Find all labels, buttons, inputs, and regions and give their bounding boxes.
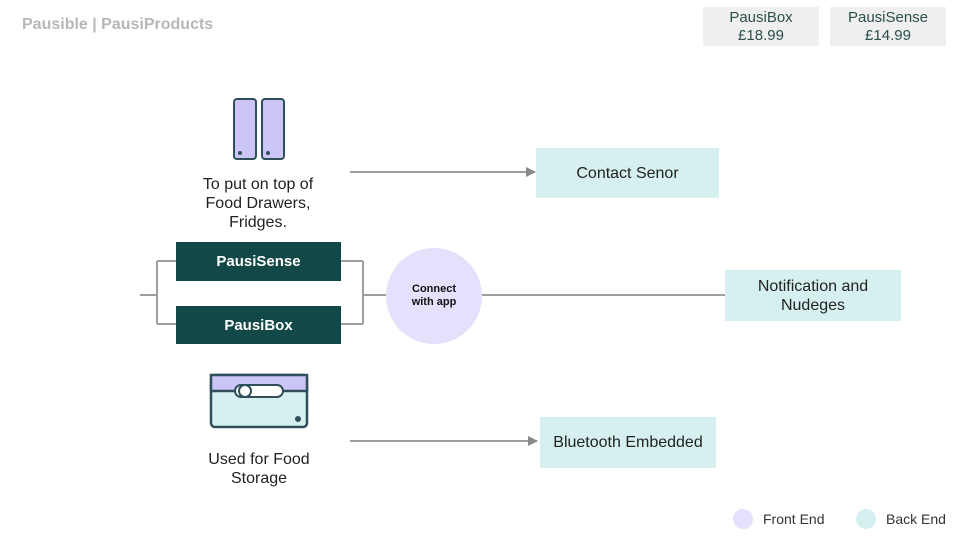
- connect-label: Connect with app: [411, 283, 457, 308]
- price-card-name: PausiBox: [729, 8, 793, 26]
- phone-sensor-icon: [233, 98, 285, 160]
- legend-dot-front-end: [733, 509, 753, 529]
- product-box-pausibox: PausiBox: [176, 306, 341, 344]
- price-card-name: PausiSense: [847, 8, 929, 26]
- connect-with-app-node: Connect with app: [386, 248, 482, 344]
- sensor-caption: To put on top of Food Drawers, Fridges.: [202, 176, 314, 231]
- legend-dot-back-end: [856, 509, 876, 529]
- right-bracket: [341, 260, 386, 325]
- legend-back-end: Back End: [856, 509, 946, 529]
- backend-notification: Notification and Nudeges: [725, 270, 901, 321]
- legend-label: Front End: [763, 511, 825, 527]
- product-box-pausisense: PausiSense: [176, 242, 341, 281]
- legend-front-end: Front End: [733, 509, 824, 529]
- backend-contact-sensor: Contact Senor: [536, 148, 719, 198]
- price-card-price: £14.99: [865, 26, 911, 44]
- backend-bluetooth: Bluetooth Embedded: [540, 417, 716, 468]
- legend-label: Back End: [886, 511, 946, 527]
- storage-caption: Used for Food Storage: [208, 451, 310, 487]
- brand-title: Pausible | PausiProducts: [22, 16, 214, 33]
- left-bracket: [140, 260, 176, 325]
- price-card-pausisense: PausiSense £14.99: [830, 7, 946, 46]
- storage-box-icon: [209, 373, 309, 429]
- price-card-price: £18.99: [738, 26, 784, 44]
- price-card-pausibox: PausiBox £18.99: [703, 7, 819, 46]
